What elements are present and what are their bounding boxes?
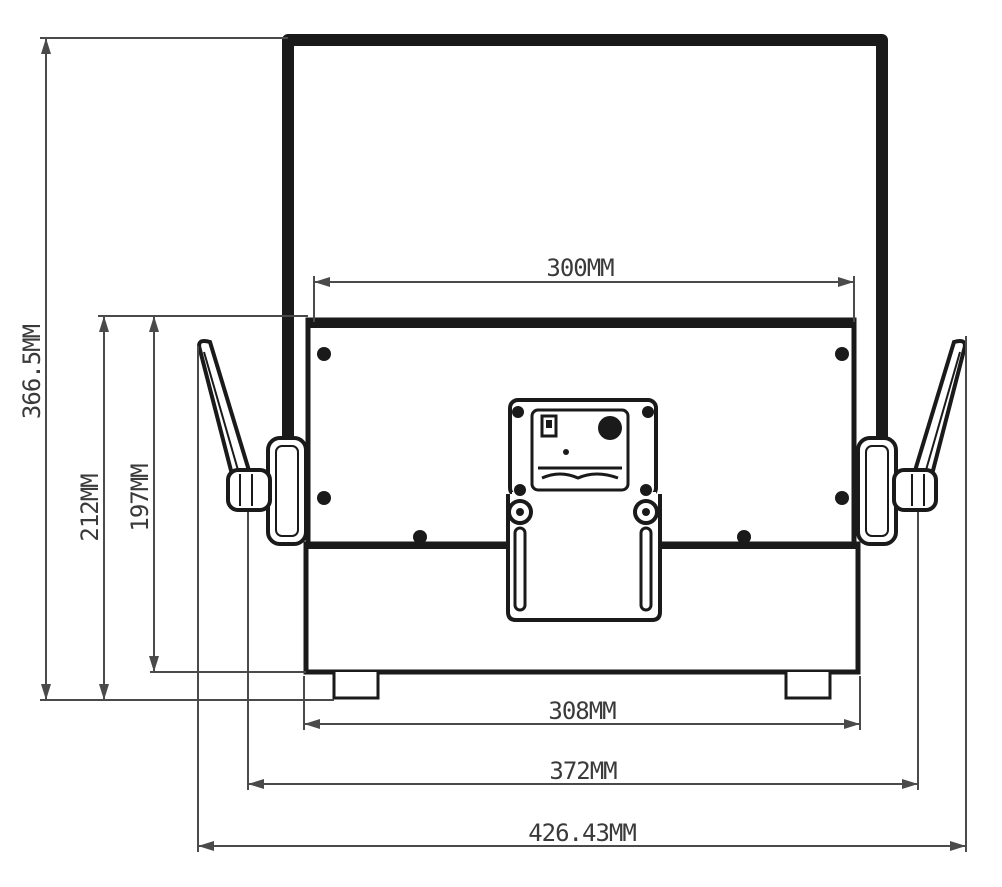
dimension-arrows: [41, 38, 966, 851]
right-knob-lever: [892, 339, 967, 512]
left-bracket: [266, 436, 308, 546]
dim-label-308: 308MM: [548, 697, 616, 725]
dim-label-426: 426.43MM: [528, 819, 636, 847]
mounting-bracket: [506, 484, 662, 622]
dim-label-372: 372MM: [549, 757, 617, 785]
right-bracket: [856, 436, 898, 546]
dim-label-366: 366.5MM: [18, 324, 46, 419]
dimension-lines: [40, 37, 967, 852]
top-frame: [282, 34, 888, 500]
left-knob-lever: [197, 339, 272, 512]
dim-label-212: 212MM: [76, 474, 104, 542]
main-body: [303, 317, 861, 675]
screws: [317, 347, 849, 544]
dim-label-300: 300MM: [546, 254, 614, 282]
dim-label-197: 197MM: [126, 464, 154, 532]
control-panel: [508, 398, 658, 498]
feet: [332, 672, 832, 700]
